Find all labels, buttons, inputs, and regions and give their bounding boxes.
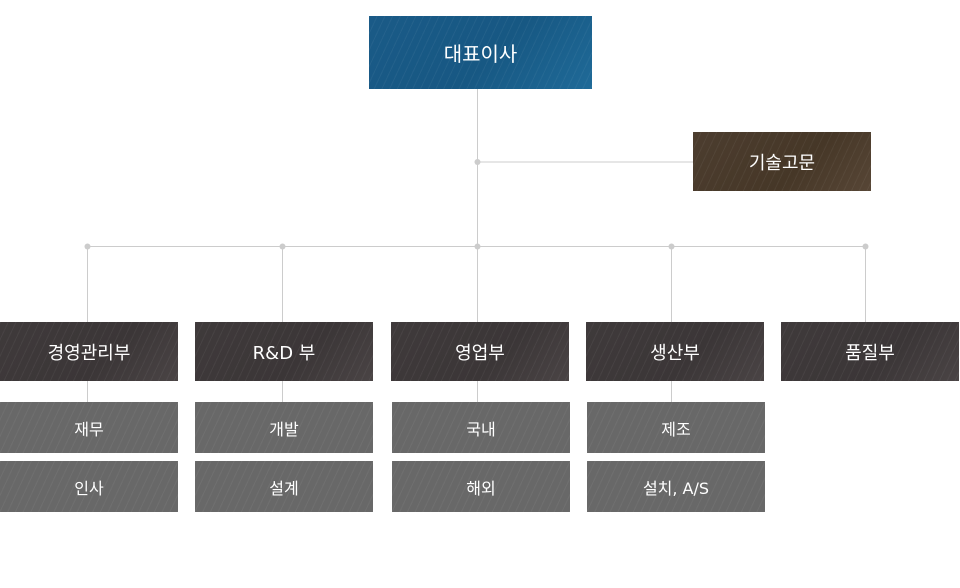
- department-box: 영업부: [391, 322, 569, 381]
- ceo-label: 대표이사: [443, 42, 518, 66]
- sub-unit-box: 국내: [392, 402, 570, 453]
- sub-unit-box: 재무: [0, 402, 178, 453]
- department-box: 경영관리부: [0, 322, 178, 381]
- junction-dot-5: [862, 243, 869, 250]
- junction-dot-advisor: [474, 159, 481, 165]
- sub-unit-label: 인사: [74, 478, 104, 498]
- department-label: 경영관리부: [47, 342, 131, 364]
- junction-dot-1: [84, 243, 91, 250]
- sub-unit-label: 해외: [466, 478, 496, 498]
- junction-dot-3: [474, 243, 481, 250]
- department-box: 품질부: [781, 322, 959, 381]
- sub-unit-box: 설계: [195, 461, 373, 512]
- sub-unit-label: 국내: [466, 419, 496, 439]
- department-label: 생산부: [650, 342, 700, 364]
- advisor-box: 기술고문: [693, 132, 871, 191]
- ceo-box: 대표이사: [369, 16, 592, 89]
- sub-unit-label: 재무: [74, 419, 104, 439]
- sub-unit-box: 해외: [392, 461, 570, 512]
- advisor-label: 기술고문: [748, 152, 816, 174]
- sub-unit-box: 개발: [195, 402, 373, 453]
- department-box: 생산부: [586, 322, 764, 381]
- department-label: R&D 부: [252, 342, 316, 364]
- sub-unit-label: 개발: [269, 419, 299, 439]
- department-label: 영업부: [455, 342, 505, 364]
- junction-dot-4: [668, 243, 675, 250]
- sub-unit-label: 설계: [269, 478, 299, 498]
- sub-unit-box: 설치, A/S: [587, 461, 765, 512]
- department-box: R&D 부: [195, 322, 373, 381]
- department-label: 품질부: [845, 342, 895, 364]
- junction-dot-2: [279, 243, 286, 250]
- sub-unit-box: 제조: [587, 402, 765, 453]
- sub-unit-label: 제조: [661, 419, 691, 439]
- sub-unit-label: 설치, A/S: [642, 478, 710, 498]
- sub-unit-box: 인사: [0, 461, 178, 512]
